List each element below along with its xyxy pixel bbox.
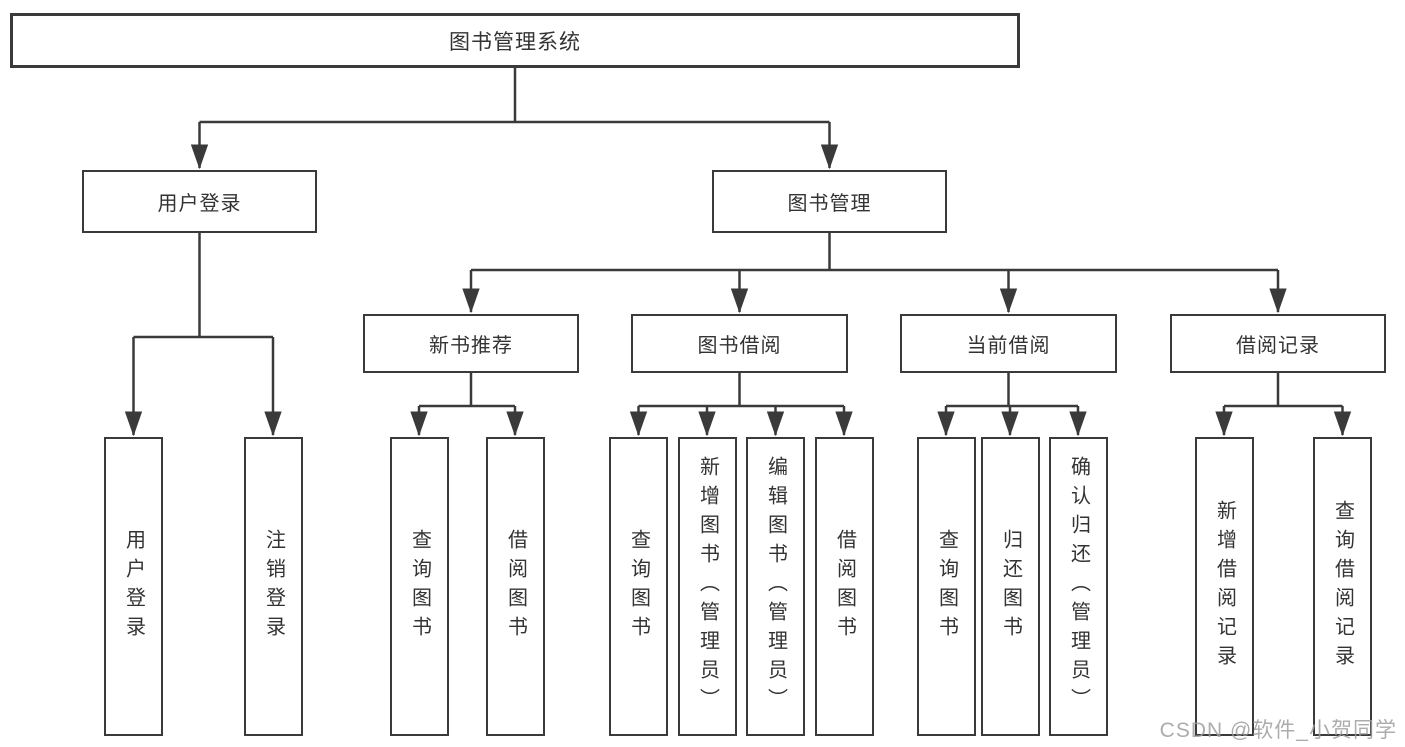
leaf-edit-books-admin: 编辑图书（管理员） <box>746 437 805 736</box>
node-library-management-system: 图书管理系统 <box>10 13 1020 68</box>
node-label: 查询图书 <box>408 528 431 645</box>
leaf-query-borrow-record: 查询借阅记录 <box>1313 437 1372 736</box>
leaf-query-books-borrow: 查询图书 <box>609 437 668 736</box>
node-new-book-recommend: 新书推荐 <box>363 314 579 373</box>
leaf-borrow-books-recommend: 借阅图书 <box>486 437 545 736</box>
node-book-borrow: 图书借阅 <box>631 314 848 373</box>
node-label: 借阅记录 <box>1236 335 1320 357</box>
node-label: 注销登录 <box>262 528 285 645</box>
node-book-management: 图书管理 <box>712 170 947 233</box>
watermark: CSDN @软件_小贺同学 <box>1159 719 1397 742</box>
leaf-confirm-return-admin: 确认归还（管理员） <box>1049 437 1108 736</box>
node-label: 图书借阅 <box>697 335 782 357</box>
node-borrow-records: 借阅记录 <box>1170 314 1386 373</box>
leaf-logout: 注销登录 <box>244 437 303 736</box>
leaf-add-borrow-record: 新增借阅记录 <box>1195 437 1254 736</box>
leaf-add-books-admin: 新增图书（管理员） <box>678 437 737 736</box>
node-label: 查询图书 <box>935 528 958 645</box>
node-label: 新增借阅记录 <box>1213 499 1236 674</box>
node-label: 查询图书 <box>627 528 650 645</box>
node-label: 当前借阅 <box>966 335 1051 357</box>
node-label: 用户登录 <box>157 193 242 215</box>
leaf-return-books: 归还图书 <box>981 437 1040 736</box>
leaf-query-books-recommend: 查询图书 <box>390 437 449 736</box>
leaf-query-books-current: 查询图书 <box>917 437 976 736</box>
leaf-user-login: 用户登录 <box>104 437 163 736</box>
node-label: 确认归还（管理员） <box>1067 456 1090 717</box>
node-current-borrow: 当前借阅 <box>900 314 1117 373</box>
node-label: 借阅图书 <box>504 528 527 645</box>
node-label: 图书管理 <box>787 193 872 215</box>
node-label: 用户登录 <box>122 528 145 645</box>
node-label: 图书管理系统 <box>449 30 581 54</box>
node-label: 归还图书 <box>999 528 1022 645</box>
node-label: 新书推荐 <box>429 335 513 357</box>
leaf-borrow-books: 借阅图书 <box>815 437 874 736</box>
node-label: 查询借阅记录 <box>1331 499 1354 674</box>
node-label: 新增图书（管理员） <box>696 456 719 717</box>
node-label: 借阅图书 <box>833 528 856 645</box>
node-label: 编辑图书（管理员） <box>764 456 787 717</box>
node-user-login-group: 用户登录 <box>82 170 317 233</box>
